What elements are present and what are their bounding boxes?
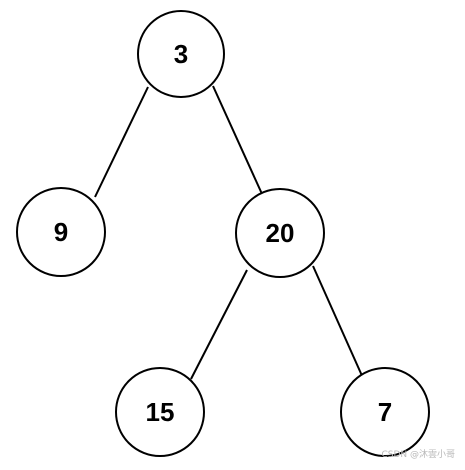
node-label: 3 xyxy=(174,39,188,69)
node-circle xyxy=(16,187,106,277)
tree-node-9: 9 xyxy=(16,187,106,277)
node-label: 9 xyxy=(54,217,68,247)
tree-node-15: 15 xyxy=(115,367,205,457)
edge-20-15 xyxy=(190,269,248,380)
watermark: CSDN @沐雲小哥 xyxy=(381,450,455,460)
tree-node-20: 20 xyxy=(235,188,325,278)
edge-20-7 xyxy=(312,265,364,379)
edges xyxy=(94,85,364,380)
node-label: 20 xyxy=(266,218,295,248)
node-label: 7 xyxy=(378,397,392,427)
edge-3-20 xyxy=(212,85,263,195)
node-circle xyxy=(137,10,225,98)
tree-node-3: 3 xyxy=(137,10,225,98)
tree-node-7: 7 xyxy=(340,367,430,457)
edge-3-9 xyxy=(94,86,149,198)
node-circle xyxy=(340,367,430,457)
node-circle xyxy=(115,367,205,457)
node-label: 15 xyxy=(146,397,175,427)
node-circle xyxy=(235,188,325,278)
